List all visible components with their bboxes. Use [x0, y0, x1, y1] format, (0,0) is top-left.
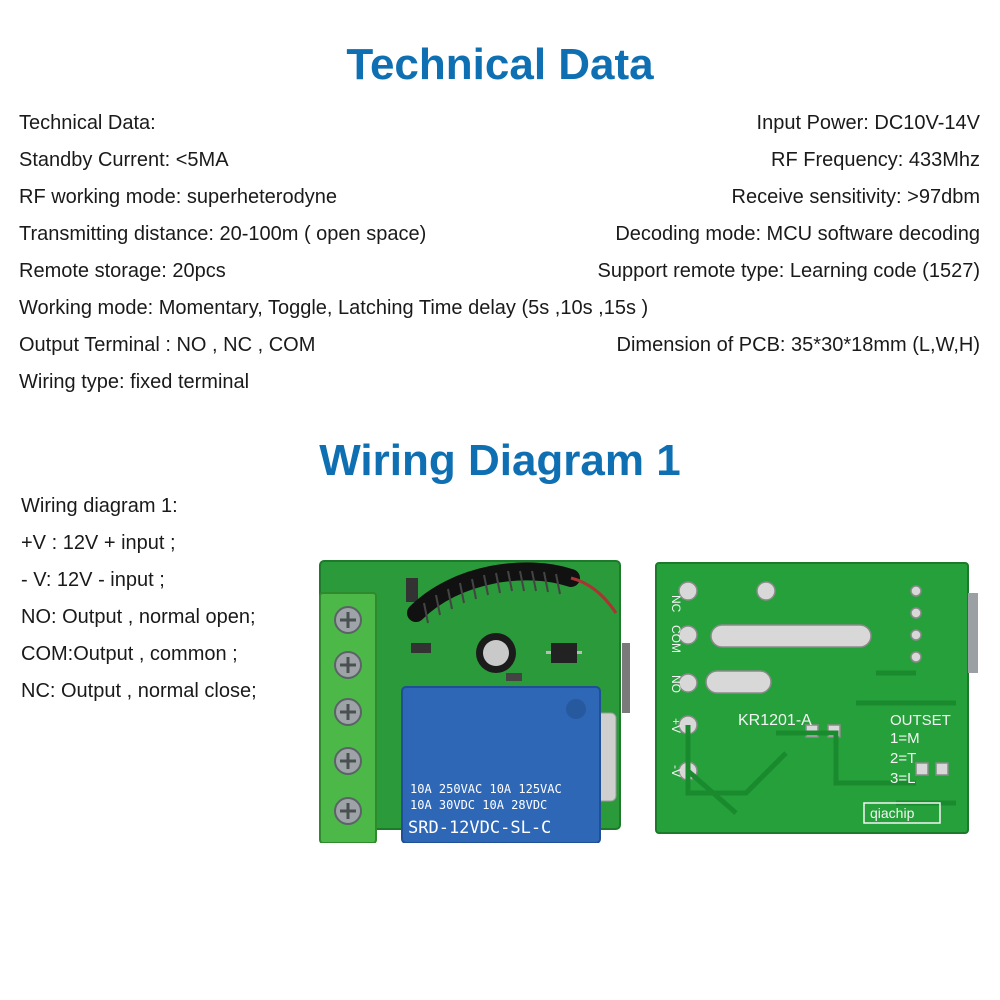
spec-rf-frequency: RF Frequency: 433Mhz: [771, 149, 980, 171]
wiring-line-vplus: +V : 12V + input ;: [21, 532, 176, 554]
wiring-line-no: NO: Output , normal open;: [21, 606, 256, 628]
spec-transmitting-distance: Transmitting distance: 20-100m ( open sp…: [19, 223, 427, 245]
spec-wiring-type: Wiring type: fixed terminal: [19, 371, 250, 393]
relay-model: SRD-12VDC-SL-C: [408, 818, 551, 838]
antenna-coil: [407, 562, 618, 624]
mode-3-label: 3=L: [890, 770, 915, 787]
mode-2-label: 2=T: [890, 750, 916, 767]
board-name-label: KR1201-A: [738, 712, 812, 729]
spec-remote-type: Support remote type: Learning code (1527…: [597, 260, 980, 282]
ic-chip: [551, 643, 577, 663]
spec-output-terminal: Output Terminal : NO , NC , COM: [19, 334, 316, 356]
spec-decoding-mode: Decoding mode: MCU software decoding: [615, 223, 980, 245]
pin-nc-label: NC: [669, 595, 683, 613]
terminal-screws: [334, 606, 362, 825]
wiring-diagram-heading: Wiring Diagram 1: [319, 436, 681, 485]
wiring-line-com: COM:Output , common ;: [21, 643, 238, 665]
brand-label: qiachip: [870, 805, 915, 821]
back-board: NC COM NO +V -V KR1201-A OUTSET 1=M 2=T …: [655, 562, 978, 834]
outset-label: OUTSET: [890, 712, 951, 729]
wiring-line-title: Wiring diagram 1:: [21, 495, 178, 517]
spec-input-power: Input Power: DC10V-14V: [756, 112, 980, 134]
relay-rating-2: 10A 30VDC 10A 28VDC: [410, 798, 547, 812]
pin-com-label: COM: [669, 625, 683, 653]
spec-standby-current: Standby Current: <5MA: [19, 149, 229, 171]
mode-1-label: 1=M: [890, 730, 920, 747]
relay-rating-1: 10A 250VAC 10A 125VAC: [410, 782, 562, 796]
receiver-board-photo: 10A 250VAC 10A 125VAC 10A 30VDC 10A 28VD…: [319, 560, 978, 843]
wiring-line-vminus: - V: 12V - input ;: [21, 569, 165, 591]
spec-receive-sensitivity: Receive sensitivity: >97dbm: [731, 186, 980, 208]
technical-data-heading: Technical Data: [346, 40, 654, 89]
pin-vplus-label: +V: [669, 718, 683, 733]
spec-pcb-dimension: Dimension of PCB: 35*30*18mm (L,W,H): [616, 334, 980, 356]
spec-technical-data: Technical Data:: [19, 112, 156, 134]
wiring-line-nc: NC: Output , normal close;: [21, 680, 257, 702]
spec-working-mode: Working mode: Momentary, Toggle, Latchin…: [19, 297, 649, 319]
pin-vminus-label: -V: [669, 765, 683, 777]
front-board: 10A 250VAC 10A 125VAC 10A 30VDC 10A 28VD…: [319, 560, 630, 843]
relay: 10A 250VAC 10A 125VAC 10A 30VDC 10A 28VD…: [401, 686, 601, 843]
spec-rf-working-mode: RF working mode: superheterodyne: [19, 186, 337, 208]
spec-remote-storage: Remote storage: 20pcs: [19, 260, 226, 282]
pin-no-label: NO: [669, 675, 683, 693]
